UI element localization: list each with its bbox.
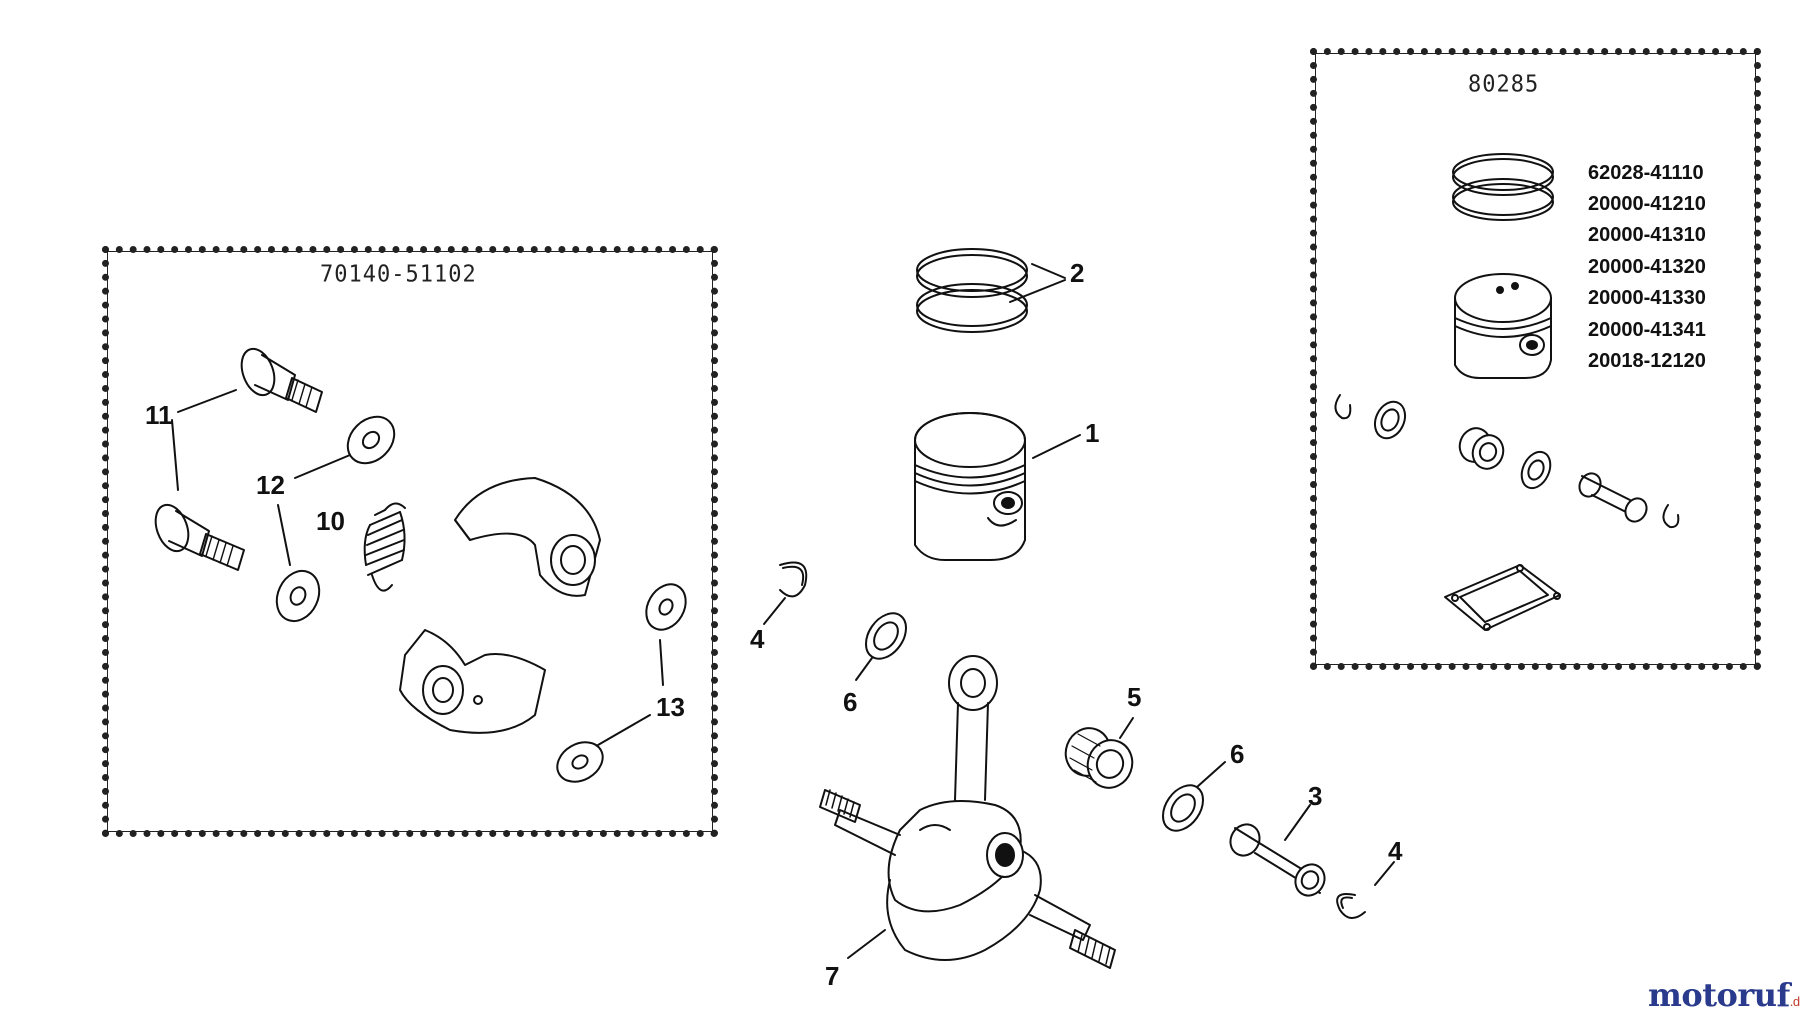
part-number: 20000-41320 bbox=[1588, 256, 1706, 278]
callout-2: 2 bbox=[1070, 258, 1085, 288]
clutch-bolt-lower bbox=[154, 419, 245, 571]
callout-3: 3 bbox=[1308, 781, 1323, 811]
part-number: 20000-41330 bbox=[1588, 287, 1706, 309]
clutch-washers-13 bbox=[556, 583, 687, 783]
piston bbox=[914, 412, 1081, 561]
kit-small-parts bbox=[1334, 394, 1680, 529]
piston-kit-number: 80285 bbox=[1468, 71, 1540, 98]
brand-tld: .de bbox=[1789, 994, 1800, 1009]
clutch-shoe-upper bbox=[454, 477, 601, 597]
needle-bearing bbox=[1064, 717, 1134, 789]
callout-6-right: 6 bbox=[1230, 739, 1245, 769]
callout-11: 11 bbox=[145, 400, 173, 430]
clutch-kit-box bbox=[102, 246, 718, 837]
clutch-kit-number: 70140-51102 bbox=[320, 261, 477, 288]
callout-13: 13 bbox=[656, 692, 685, 722]
callout-6-left: 6 bbox=[843, 687, 858, 717]
callout-1: 1 bbox=[1085, 418, 1100, 448]
part-number: 20018-12120 bbox=[1588, 350, 1706, 372]
kit-piston-rings bbox=[1452, 153, 1554, 221]
piston-pin bbox=[1229, 804, 1326, 897]
clutch-washers bbox=[275, 415, 396, 623]
washer-left bbox=[855, 612, 907, 681]
kit-gasket bbox=[1444, 564, 1561, 631]
brand-name: motoruf bbox=[1648, 976, 1790, 1014]
part-number: 20000-41310 bbox=[1588, 224, 1706, 246]
piston-rings bbox=[916, 248, 1066, 333]
callout-7: 7 bbox=[825, 961, 840, 991]
motoruf-watermark: motoruf.de bbox=[1648, 976, 1800, 1014]
callout-10: 10 bbox=[316, 506, 345, 536]
crankshaft bbox=[819, 655, 1116, 969]
part-number: 62028-41110 bbox=[1588, 162, 1704, 184]
clutch-bolt-upper bbox=[177, 347, 323, 413]
washer-right bbox=[1162, 761, 1226, 832]
part-number: 20000-41210 bbox=[1588, 193, 1706, 215]
clutch-shoe-lower bbox=[399, 629, 546, 734]
callout-4-lower: 4 bbox=[1388, 836, 1403, 866]
part-number: 20000-41341 bbox=[1588, 319, 1706, 341]
kit-piston bbox=[1454, 273, 1552, 379]
callout-12: 12 bbox=[256, 470, 285, 500]
callout-4-upper: 4 bbox=[750, 624, 765, 654]
circlip-upper bbox=[763, 561, 808, 625]
clutch-spring bbox=[363, 502, 406, 592]
piston-kit-box bbox=[1310, 48, 1761, 670]
callout-5: 5 bbox=[1127, 682, 1142, 712]
circlip-lower bbox=[1336, 861, 1395, 919]
